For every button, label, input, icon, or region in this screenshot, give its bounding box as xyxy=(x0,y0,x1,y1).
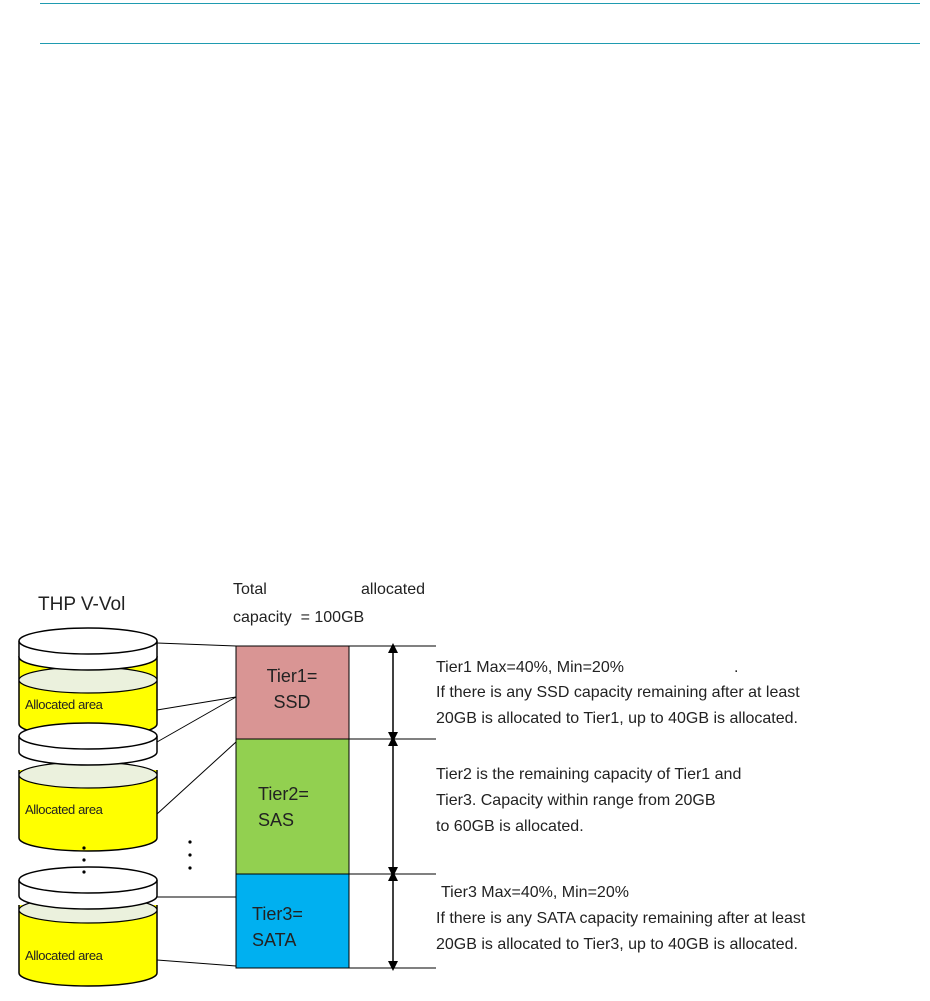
connector-lines xyxy=(156,642,237,967)
ellipsis-dots-left xyxy=(82,846,86,874)
tier1-desc-line2: If there is any SSD capacity remaining a… xyxy=(436,684,800,701)
tier3-box xyxy=(235,873,350,969)
tier2-box xyxy=(235,738,350,875)
stray-dot: . xyxy=(734,659,738,676)
header-rule-top xyxy=(40,3,920,4)
ellipsis-dots-right xyxy=(188,840,192,870)
allocated-area-label: Allocated area xyxy=(25,697,104,712)
tier3-desc-line3: 20GB is allocated to Tier3, up to 40GB i… xyxy=(436,936,798,953)
tier-allocation-diagram: THP V-Vol Total allocated capacity = 100… xyxy=(18,581,806,987)
tier3-desc-line1: Tier3 Max=40%, Min=20% xyxy=(441,884,629,901)
tier2-desc-line1: Tier2 is the remaining capacity of Tier1… xyxy=(436,766,741,783)
cylinder-3: Allocated area xyxy=(18,866,158,987)
tier3-label-line2: SATA xyxy=(252,930,296,950)
tier2-desc-line2: Tier3. Capacity within range from 20GB xyxy=(436,792,716,809)
cylinder-1: Allocated area xyxy=(18,627,158,738)
tier1-label-line1: Tier1= xyxy=(267,666,318,686)
allocated-area-label: Allocated area xyxy=(25,802,104,817)
tier2-desc-line3: to 60GB is allocated. xyxy=(436,818,584,835)
tier1-desc-line1: Tier1 Max=40%, Min=20% xyxy=(436,659,624,676)
tier1-box xyxy=(235,645,350,740)
tier1-label-line2: SSD xyxy=(273,692,310,712)
total-label-word2: allocated xyxy=(361,581,425,598)
tier3-label-line1: Tier3= xyxy=(252,904,303,924)
total-capacity-value: capacity = 100GB xyxy=(233,609,364,626)
allocated-area-label: Allocated area xyxy=(25,948,104,963)
volume-title: THP V-Vol xyxy=(38,594,125,615)
total-label-word1: Total xyxy=(233,581,267,598)
header-rule-bottom xyxy=(40,43,920,44)
tier2-label-line1: Tier2= xyxy=(258,784,309,804)
cylinder-2: Allocated area xyxy=(18,722,158,852)
tier3-desc-line2: If there is any SATA capacity remaining … xyxy=(436,910,806,927)
tier2-label-line2: SAS xyxy=(258,810,294,830)
tier1-desc-line3: 20GB is allocated to Tier1, up to 40GB i… xyxy=(436,710,798,727)
